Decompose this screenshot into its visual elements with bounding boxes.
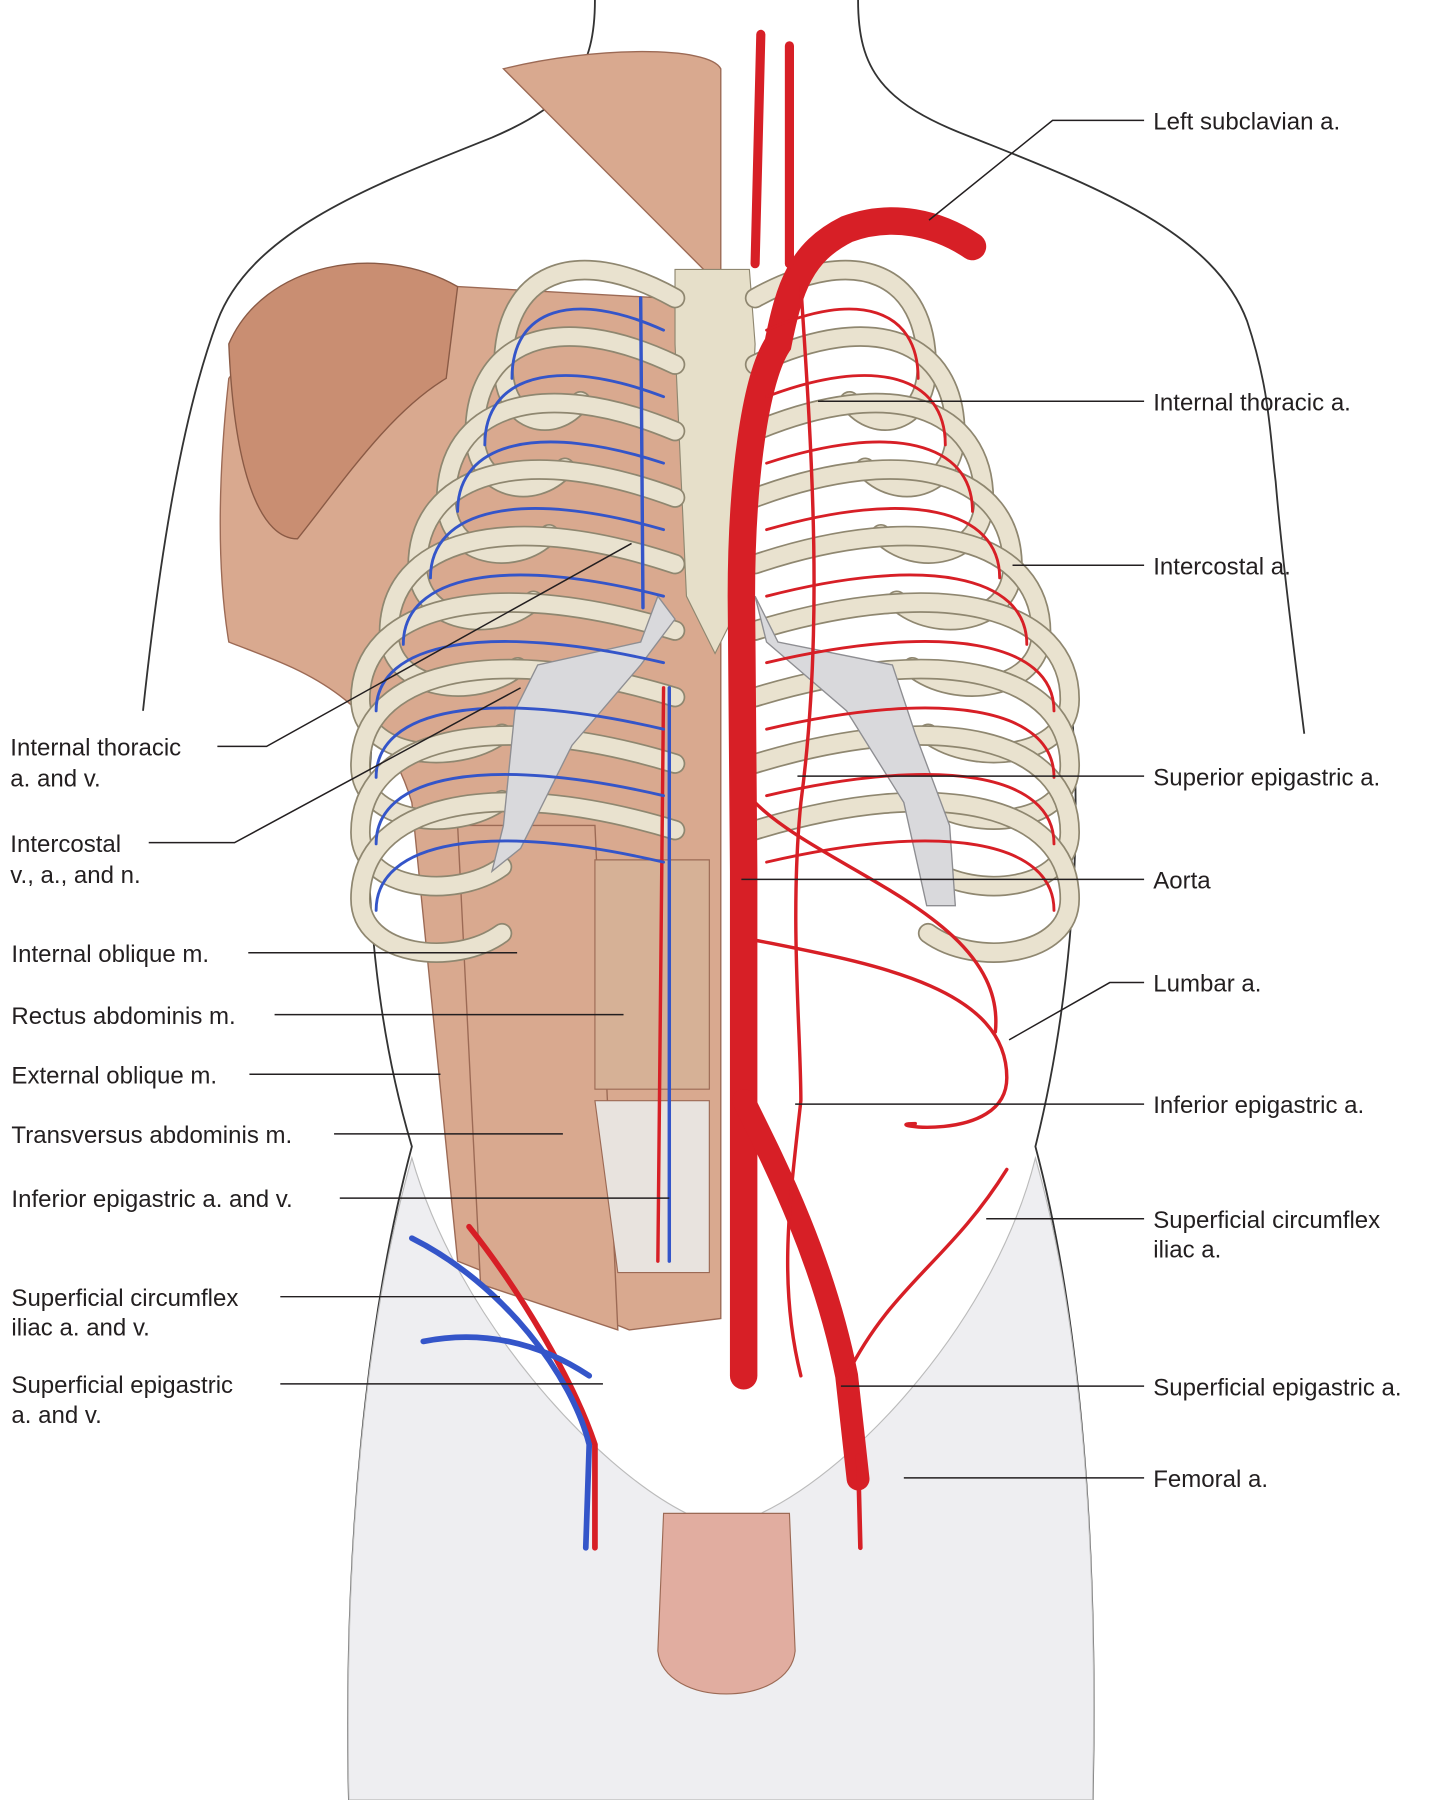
intercostal-vessel [429,507,666,580]
intercostal-vessel [374,706,666,779]
label-superficial-circumflex-iliac-av-line2: iliac a. and v. [11,1315,149,1342]
label-intercostal-van-line2: v., a., and n. [10,862,140,889]
label-inferior-epigastric-av: Inferior epigastric a. and v. [11,1186,292,1213]
arteries [466,29,1009,1551]
label-internal-thoracic-av-line1: Internal thoracic [10,735,181,762]
left-labels: Internal thoracic a. and v. Intercostal … [10,735,292,1429]
label-superior-epigastric-artery: Superior epigastric a. [1153,764,1380,791]
label-intercostal-van-line1: Intercostal [10,831,121,858]
left-costal-cartilage [490,594,676,874]
label-internal-thoracic-artery: Internal thoracic a. [1153,389,1351,416]
rib-cage [350,259,1081,963]
intercostal-vessel [401,573,666,646]
label-femoral-artery: Femoral a. [1153,1466,1268,1493]
rib [746,394,993,563]
intercostal-vessel [374,773,666,846]
rib [746,461,1022,629]
veins [409,296,672,1551]
label-rectus-abdominis: Rectus abdominis m. [11,1003,235,1030]
label-left-subclavian-artery: Left subclavian a. [1153,109,1340,136]
label-superficial-circumflex-iliac-artery-line2: iliac a. [1153,1237,1221,1264]
intercostal-vessel [765,307,920,380]
intercostal-vessel [765,706,1056,779]
label-inferior-epigastric-artery: Inferior epigastric a. [1153,1092,1364,1119]
label-lumbar-artery: Lumbar a. [1153,971,1261,998]
label-superficial-circumflex-iliac-av-line1: Superficial circumflex [11,1285,238,1312]
leader-lines [148,119,1145,1479]
rib [746,793,1079,962]
intercostal-vessel [765,440,974,513]
label-intercostal-artery: Intercostal a. [1153,553,1291,580]
label-superficial-epigastric-av-line1: Superficial epigastric [11,1372,233,1399]
label-internal-thoracic-av-line2: a. and v. [10,765,100,792]
intercostal-vessel [765,640,1056,713]
label-aorta: Aorta [1153,868,1211,895]
intercostal-vessel [765,573,1029,646]
label-transversus-abdominis: Transversus abdominis m. [11,1122,292,1149]
label-internal-oblique: Internal oblique m. [11,941,209,968]
intercostal-vessel [765,839,1056,912]
label-external-oblique: External oblique m. [11,1062,217,1089]
rib [746,327,964,496]
intercostal-vessel [456,440,666,513]
rib [409,461,684,629]
intercostal-arteries [374,307,1056,912]
intercostal-vessel [765,773,1056,846]
intercostal-vessel [765,374,947,447]
rib [466,327,684,496]
intercostal-vessel [374,640,666,713]
right-costal-cartilage [754,595,957,907]
intercostal-vessel [483,374,666,447]
label-superficial-circumflex-iliac-artery-line1: Superficial circumflex [1153,1207,1380,1234]
label-superficial-epigastric-artery: Superficial epigastric a. [1153,1374,1401,1401]
intercostal-vessel [765,507,1002,580]
rib [746,527,1050,696]
intercostal-vessel [374,839,666,912]
right-labels: Left subclavian a. Internal thoracic a. … [1153,109,1401,1493]
label-superficial-epigastric-av-line2: a. and v. [11,1402,101,1429]
rib [380,527,684,696]
rib [437,394,684,563]
intercostal-vessel [510,307,666,380]
